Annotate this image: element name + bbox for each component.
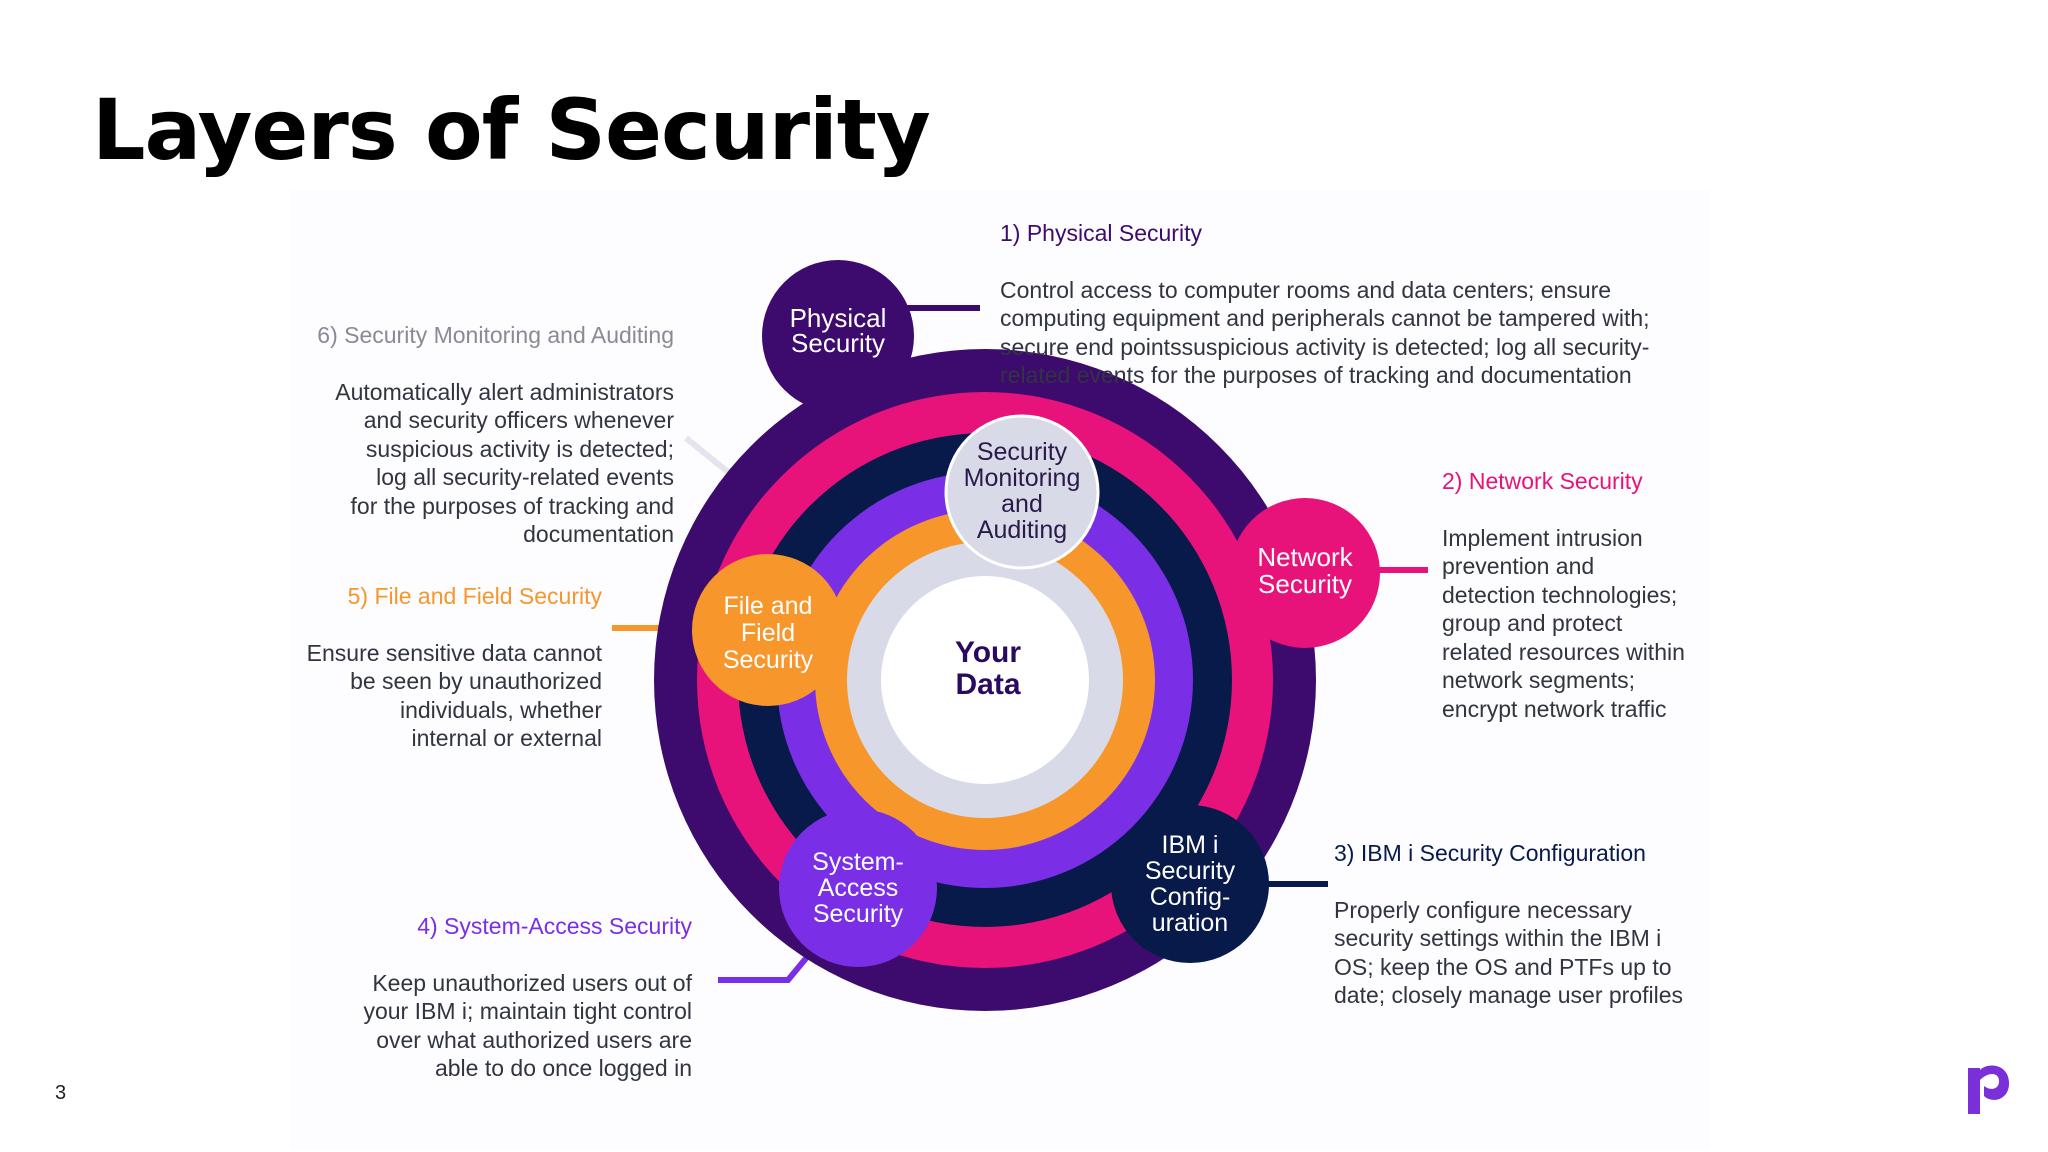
center-line: Data (955, 668, 1020, 701)
layer-monitoring-body: Automatically alert administrators and s… (335, 378, 674, 548)
monitoring-line: Security (977, 438, 1068, 466)
layer-system-access-description: 4) System-Access Security Keep unauthori… (290, 883, 692, 1083)
network-line: Security (1258, 569, 1352, 599)
layer-system-access-body: Keep unauthorized users out of your IBM … (363, 969, 692, 1082)
ibm-line: IBM i (1162, 831, 1219, 859)
physical-line: Physical (790, 303, 887, 333)
layer-file-field-description: 5) File and Field Security Ensure sensit… (280, 553, 602, 753)
ring-center-white (881, 576, 1089, 784)
node-network-security (1230, 498, 1380, 648)
layer-physical-heading: 1) Physical Security (1000, 219, 1202, 246)
layer-ibm-config-body: Properly configure necessary security se… (1334, 896, 1684, 1009)
layer-system-access-heading: 4) System-Access Security (417, 912, 692, 939)
ibm-line: uration (1152, 909, 1228, 937)
layer-physical-body: Control access to computer rooms and dat… (1000, 276, 1650, 389)
network-line: Network (1257, 542, 1353, 572)
sys-line: Security (813, 900, 904, 928)
sys-line: Access (818, 874, 899, 902)
layer-monitoring-description: 6) Security Monitoring and Auditing Auto… (272, 292, 674, 549)
monitoring-line: Monitoring (964, 464, 1081, 492)
layer-ibm-config-description: 3) IBM i Security Configuration Properly… (1334, 810, 1714, 1010)
node-file-field-security (692, 554, 844, 706)
connector-system-access (718, 949, 815, 983)
sys-line: System- (812, 848, 904, 876)
layer-file-field-body: Ensure sensitive data cannot be seen by … (306, 639, 602, 752)
node-ibm-config (1111, 805, 1269, 963)
monitoring-line: Auditing (977, 516, 1067, 544)
page-number: 3 (55, 1082, 67, 1104)
layer-ibm-config-heading: 3) IBM i Security Configuration (1334, 839, 1646, 866)
file-line: Security (723, 646, 814, 674)
layer-monitoring-heading: 6) Security Monitoring and Auditing (317, 321, 674, 348)
layer-network-heading: 2) Network Security (1442, 467, 1643, 494)
node-system-access (779, 809, 937, 967)
center-line: Your (955, 636, 1021, 669)
ibm-line: Config- (1150, 883, 1231, 911)
monitoring-line: and (1001, 490, 1043, 518)
layer-file-field-heading: 5) File and Field Security (347, 582, 602, 609)
node-physical-security (762, 260, 914, 412)
node-monitoring (944, 414, 1100, 570)
layer-physical-description: 1) Physical Security Control access to c… (1000, 190, 1720, 390)
file-line: File and (724, 592, 813, 620)
file-line: Field (741, 619, 795, 647)
physical-line: Security (791, 328, 885, 358)
ibm-line: Security (1145, 857, 1236, 885)
layer-network-description: 2) Network Security Implement intrusion … (1442, 438, 1712, 723)
brand-logo-icon (1968, 1065, 2010, 1114)
page-title: Layers of Security (92, 81, 931, 179)
layer-network-body: Implement intrusion prevention and detec… (1442, 524, 1685, 722)
